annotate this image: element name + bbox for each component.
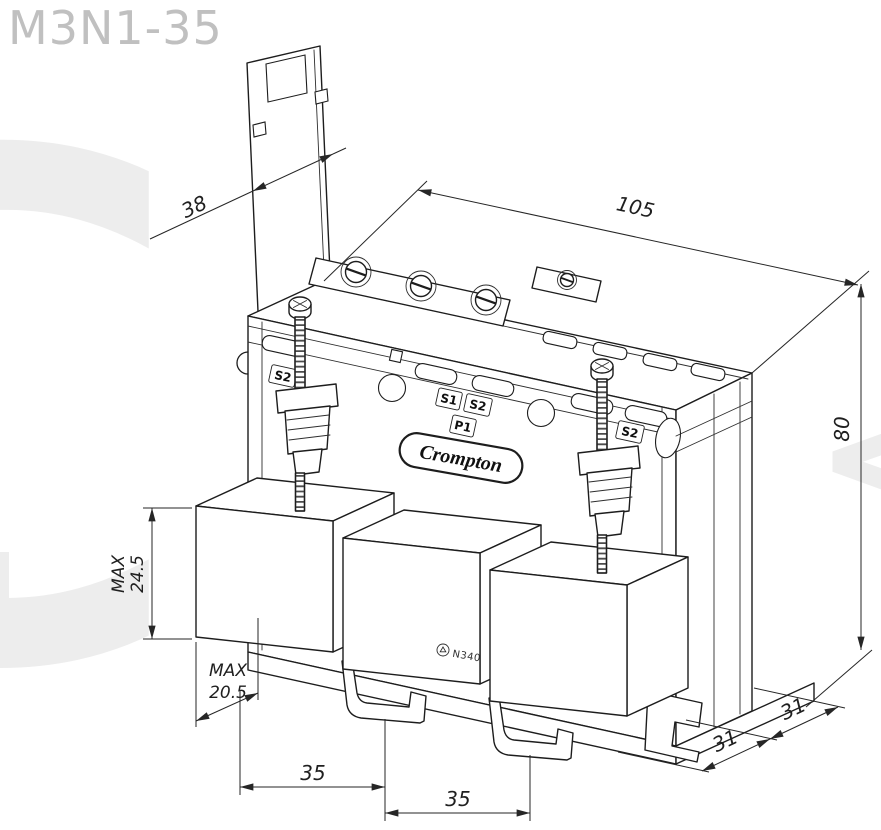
dim-bar-protrusion-label: 20.5 bbox=[209, 683, 247, 703]
terminal-label-text: S2 bbox=[273, 368, 293, 385]
terminal-screw-3 bbox=[470, 284, 502, 316]
brand-logo: Crompton bbox=[398, 432, 524, 484]
top-slot bbox=[642, 352, 678, 372]
primary-bars: N340 bbox=[195, 477, 689, 717]
terminal-screw-1 bbox=[340, 256, 372, 288]
dimension-overall-height: 80 bbox=[805, 283, 873, 708]
bracket-square-hole-2 bbox=[252, 121, 267, 138]
dim-overall-height-label: 80 bbox=[830, 416, 854, 441]
terminal-label-text: S1 bbox=[439, 391, 459, 408]
top-slot bbox=[690, 362, 726, 382]
dim-max-label-1: MAX bbox=[109, 555, 129, 593]
right-face-lines bbox=[675, 381, 753, 728]
top-slots bbox=[542, 330, 726, 382]
terminal-label-p1: P1 bbox=[449, 414, 477, 438]
foot-right bbox=[644, 690, 703, 763]
front-oval-hole bbox=[654, 417, 682, 459]
front-square-hole bbox=[388, 348, 404, 364]
terminal-screw-small bbox=[557, 270, 577, 290]
terminal-label-text: S2 bbox=[468, 397, 488, 414]
mold-mark: N340 bbox=[436, 643, 482, 665]
front-round-hole-1 bbox=[377, 373, 407, 403]
dimension-window-height: MAX 24.5 bbox=[109, 507, 192, 640]
edge-notch bbox=[236, 351, 249, 375]
front-slot bbox=[414, 362, 458, 386]
dimension-pitch: 35 35 bbox=[239, 690, 531, 821]
front-slot bbox=[471, 374, 515, 398]
front-markings: S2 S1 S2 P1 S2 Crompton bbox=[268, 364, 645, 484]
page-title: M3N1-35 bbox=[8, 1, 223, 55]
dim-pitch-b-label: 35 bbox=[445, 787, 470, 811]
dim-max-label-2: MAX bbox=[209, 661, 247, 681]
bracket-slot-hole bbox=[265, 54, 308, 103]
terminal-label-s2-mid: S2 bbox=[463, 393, 493, 417]
watermark-fragment bbox=[0, 552, 9, 664]
bracket-square-hole-1 bbox=[314, 88, 329, 105]
certification-icon bbox=[436, 643, 450, 657]
dim-pitch-a-label: 35 bbox=[300, 761, 325, 785]
dim-window-height-label: 24.5 bbox=[128, 555, 148, 593]
terminal-label-s2-left: S2 bbox=[268, 364, 298, 388]
watermark-letter-left: c bbox=[0, 0, 206, 830]
front-round-hole-2 bbox=[526, 398, 556, 428]
terminal-label-text: P1 bbox=[453, 418, 473, 435]
certification-icon-glyph bbox=[439, 646, 447, 653]
mounting-feet bbox=[341, 658, 703, 763]
dim-overall-width-label: 105 bbox=[614, 191, 656, 223]
terminal-label-s2-right: S2 bbox=[615, 420, 645, 444]
mold-mark-text: N340 bbox=[451, 649, 481, 665]
terminal-screw-2 bbox=[405, 270, 437, 302]
primary-bar-3 bbox=[489, 541, 689, 717]
dimension-bar-protrusion: MAX 20.5 bbox=[195, 618, 259, 727]
terminal-label-s1: S1 bbox=[435, 387, 463, 411]
top-slot bbox=[542, 330, 578, 350]
terminal-label-text: S2 bbox=[620, 424, 640, 441]
top-slot bbox=[592, 341, 628, 361]
watermark-letter-right: < bbox=[806, 308, 881, 599]
